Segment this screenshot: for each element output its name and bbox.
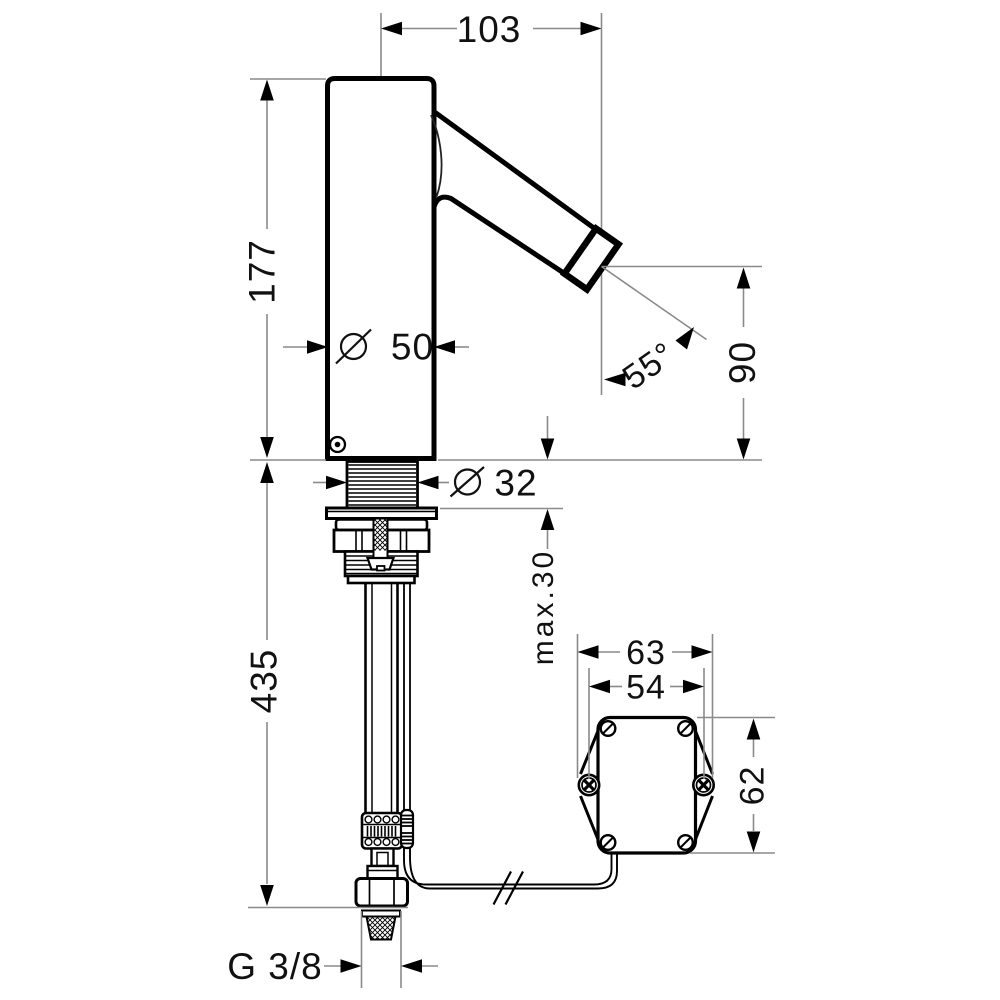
spout-joint-curve <box>430 114 443 198</box>
dim-label-height-below-deck: 435 <box>244 649 285 714</box>
sensor-cable-upper <box>403 583 411 810</box>
dim-box-height: 62 <box>690 716 775 854</box>
control-box <box>577 715 715 855</box>
dim-label-box-outer-width: 63 <box>626 634 666 672</box>
dimension-annotations: 103 177 50 55° <box>227 9 775 988</box>
corner-screw-top-left <box>599 720 617 738</box>
dim-outlet-height: 90 <box>438 265 763 461</box>
cable-break-symbol <box>492 870 524 906</box>
diameter-symbol-shank <box>449 466 485 498</box>
dim-spout-angle: 55° <box>601 265 707 397</box>
supply-hose <box>364 583 399 813</box>
extension-lines-under <box>380 13 603 395</box>
spout <box>434 110 619 290</box>
dim-shank-diameter: 32 <box>313 463 537 504</box>
hose-end-connector <box>360 811 404 850</box>
corner-screw-bottom-right <box>677 834 695 852</box>
cable-inline-connector <box>399 808 415 850</box>
sensor-window <box>328 435 347 454</box>
sensor-cable-run <box>403 848 618 890</box>
dim-box-hole-spacing: 54 <box>588 668 705 779</box>
mounting-nut-flats <box>355 530 408 552</box>
below-deck-parts <box>354 583 618 941</box>
spout-upper-edge <box>431 108 600 234</box>
dim-label-box-height: 62 <box>734 766 772 806</box>
dim-label-shank-diameter: 32 <box>494 463 537 504</box>
faucet-body <box>325 76 437 461</box>
dim-box-outer-width: 63 <box>576 634 714 778</box>
base-washer <box>325 506 438 520</box>
dim-label-inlet-thread: G 3/8 <box>227 946 323 987</box>
dim-body-diameter: 50 <box>283 327 469 368</box>
dim-inlet-thread: G 3/8 <box>227 911 438 988</box>
dim-spout-reach: 103 <box>381 9 602 50</box>
corner-screw-top-right <box>677 720 695 738</box>
dim-label-body-diameter: 50 <box>391 327 434 368</box>
clamp-screw-notch <box>376 565 386 572</box>
faucet <box>325 76 624 461</box>
mounting-assembly <box>325 460 438 585</box>
dim-label-box-hole-spacing: 54 <box>626 669 666 707</box>
dim-height-below-deck: 435 <box>244 462 408 909</box>
dim-label-max-deck-thickness: max.30 <box>527 549 560 665</box>
control-box-housing <box>596 715 698 855</box>
diameter-symbol-body <box>335 328 372 365</box>
corner-screw-bottom-left <box>599 834 617 852</box>
dim-max-deck-thickness: max.30 <box>440 416 563 665</box>
mounting-screw-right <box>691 773 715 797</box>
dim-body-height: 177 <box>242 78 326 461</box>
compression-hex-nut <box>354 877 409 908</box>
bottom-plate <box>346 574 416 585</box>
shank-thread-lines <box>348 464 416 506</box>
inlet-strainer <box>361 909 401 941</box>
dim-label-outlet-height: 90 <box>722 341 763 384</box>
dim-label-spout-reach: 103 <box>457 9 522 50</box>
clamp-screw-rod-hatch <box>374 519 387 551</box>
dim-label-spout-angle: 55° <box>616 335 682 397</box>
dim-label-body-height: 177 <box>242 239 283 304</box>
clamp-screw-foot <box>365 556 396 571</box>
valve-neck <box>366 847 399 880</box>
